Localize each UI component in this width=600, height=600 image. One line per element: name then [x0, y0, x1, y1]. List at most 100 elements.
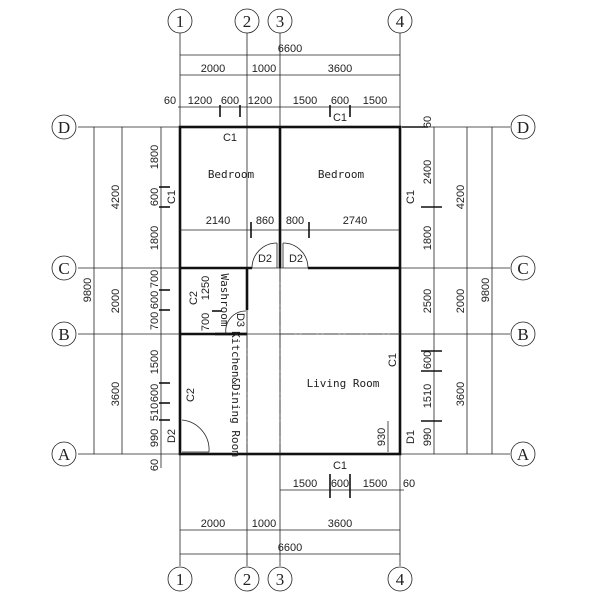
svg-text:3600: 3600: [455, 382, 467, 406]
svg-text:1500: 1500: [293, 478, 317, 490]
svg-text:A: A: [58, 445, 71, 464]
room-labels: Bedroom Bedroom Washroom Kitchen&Dining …: [208, 168, 380, 457]
svg-text:2740: 2740: [343, 215, 367, 227]
svg-text:C: C: [58, 259, 69, 278]
opening-labels: C1 C1 C1 C1 C1 C1 C2 C2 D1 D2 D2 D2 D3: [166, 112, 417, 472]
svg-text:1000: 1000: [252, 63, 276, 75]
svg-text:60: 60: [149, 459, 161, 471]
svg-text:600: 600: [422, 351, 434, 369]
axis-bubble-2: [234, 8, 260, 34]
axis-bubbles-bottom: 1 2 3 4: [167, 566, 413, 592]
svg-text:4: 4: [396, 12, 405, 31]
svg-text:60: 60: [164, 95, 176, 107]
room-bedroom-left: Bedroom: [208, 168, 255, 181]
svg-text:1800: 1800: [422, 226, 434, 250]
svg-text:2500: 2500: [422, 289, 434, 313]
svg-text:D: D: [517, 118, 529, 137]
axis-bubbles-right: D C B A: [510, 114, 536, 467]
svg-text:C1: C1: [333, 460, 347, 472]
axis-bubble-3: [267, 8, 293, 34]
svg-text:B: B: [517, 325, 528, 344]
svg-text:D2: D2: [258, 253, 272, 265]
svg-text:2000: 2000: [201, 518, 225, 530]
room-washroom: Washroom: [218, 274, 231, 327]
doors: [181, 242, 309, 453]
axis-bubble-4: [387, 8, 413, 34]
svg-text:600: 600: [331, 478, 349, 490]
svg-text:1500: 1500: [363, 95, 387, 107]
room-bedroom-right: Bedroom: [318, 168, 365, 181]
svg-text:9800: 9800: [480, 278, 492, 302]
svg-text:D2: D2: [289, 253, 303, 265]
svg-text:2400: 2400: [422, 160, 434, 184]
svg-text:2: 2: [243, 12, 252, 31]
svg-text:2140: 2140: [206, 215, 230, 227]
svg-text:1: 1: [176, 12, 185, 31]
svg-text:700: 700: [149, 270, 161, 288]
svg-text:C1: C1: [333, 112, 347, 124]
svg-text:600: 600: [331, 95, 349, 107]
svg-text:800: 800: [286, 215, 304, 227]
door-swing-d3: [225, 310, 247, 335]
svg-text:1500: 1500: [293, 95, 317, 107]
svg-text:9800: 9800: [82, 278, 94, 302]
top-dimensions: 6600 2000 1000 3600 60 1200 600 1200 150…: [164, 43, 434, 128]
svg-text:4200: 4200: [455, 185, 467, 209]
right-dimensions: 2400 1800 2500 600 1510 990 4200 2000 36…: [421, 127, 493, 454]
svg-text:C1: C1: [387, 353, 399, 367]
axis-bubbles-top: 1 2 3 4: [167, 8, 413, 34]
svg-text:C2: C2: [188, 291, 200, 305]
door-swing-d2-right: [282, 242, 309, 269]
walls: [178, 125, 402, 456]
door-swing-d2-left: [251, 242, 278, 269]
svg-text:600: 600: [221, 95, 239, 107]
svg-text:3: 3: [276, 570, 285, 589]
svg-text:C1: C1: [405, 190, 417, 204]
axis-bubble-1: [167, 8, 193, 34]
svg-text:1200: 1200: [188, 95, 212, 107]
svg-text:1800: 1800: [149, 145, 161, 169]
svg-text:1250: 1250: [200, 276, 212, 300]
svg-text:860: 860: [256, 215, 274, 227]
svg-text:700: 700: [200, 313, 212, 331]
svg-text:3: 3: [276, 12, 285, 31]
svg-text:A: A: [517, 445, 530, 464]
svg-text:600: 600: [149, 291, 161, 309]
svg-text:1500: 1500: [363, 478, 387, 490]
svg-text:C: C: [517, 259, 528, 278]
svg-text:1800: 1800: [149, 226, 161, 250]
svg-text:1: 1: [176, 570, 185, 589]
room-living: Living Room: [307, 377, 380, 390]
svg-text:4: 4: [396, 570, 405, 589]
svg-text:1510: 1510: [422, 384, 434, 408]
svg-text:D3: D3: [234, 313, 246, 327]
svg-text:990: 990: [422, 428, 434, 446]
svg-text:1500: 1500: [149, 350, 161, 374]
bottom-dimensions: 1500 600 1500 60 2000 1000 3600 6600: [180, 474, 415, 555]
svg-text:990: 990: [149, 429, 161, 447]
svg-text:1200: 1200: [248, 95, 272, 107]
axis-bubbles-left: D C B A: [51, 114, 77, 467]
svg-text:6600: 6600: [278, 542, 302, 554]
svg-text:B: B: [58, 325, 69, 344]
interior-dimensions: 2140 860 800 2740 1250 700 930: [200, 215, 389, 452]
door-swing-d2-kitchen: [181, 419, 210, 453]
svg-text:700: 700: [149, 312, 161, 330]
room-kitchen-dining: Kitchen&Dining Room: [229, 331, 242, 457]
svg-text:3600: 3600: [110, 382, 122, 406]
svg-text:D2: D2: [166, 429, 178, 443]
svg-text:6600: 6600: [278, 43, 302, 55]
svg-text:4200: 4200: [110, 185, 122, 209]
svg-text:600: 600: [149, 188, 161, 206]
svg-text:2000: 2000: [110, 289, 122, 313]
svg-text:D: D: [58, 118, 70, 137]
svg-text:1000: 1000: [252, 518, 276, 530]
svg-text:D1: D1: [405, 430, 417, 444]
svg-text:C1: C1: [223, 132, 237, 144]
left-dimensions: 9800 4200 2000 3600 1800 600 1800 700 60…: [82, 127, 170, 471]
svg-text:C1: C1: [166, 190, 178, 204]
svg-text:C2: C2: [185, 388, 197, 402]
interior-axis-dashes: [246, 268, 400, 454]
svg-text:3600: 3600: [328, 518, 352, 530]
